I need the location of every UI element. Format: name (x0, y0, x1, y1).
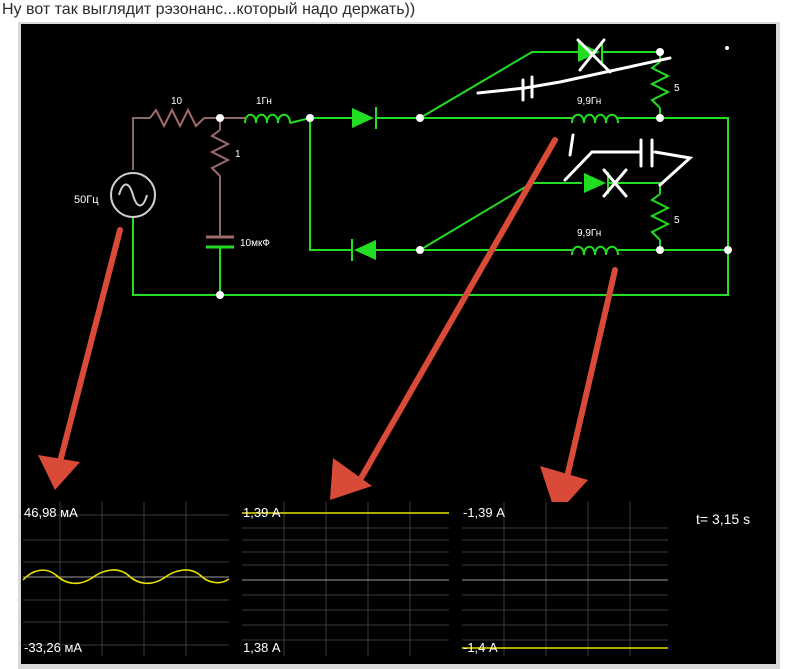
scope-2-min-label: 1,38 А (243, 640, 281, 655)
r-bottom-label: 5 (674, 215, 680, 226)
post-caption: Ну вот так выглядит рэзонанс...который н… (2, 1, 416, 18)
scope-3-max-label: -1,39 А (463, 505, 505, 520)
hand-drawn-overlay (476, 38, 694, 198)
inductor-bottom-icon (571, 245, 619, 256)
scope-1: 46,98 мА -33,26 мА (22, 502, 230, 656)
inductor-bottom-label: 9,9Гн (577, 228, 601, 239)
wire-right-rail (618, 117, 729, 250)
wire-inductor-node (289, 117, 352, 124)
r-shunt-label: 1 (235, 149, 241, 160)
scope-3: -1,39 А -1,4 А (462, 502, 668, 656)
inductor-main-icon (244, 113, 291, 124)
source-label: 50Гц (74, 194, 99, 206)
arrow-to-scope-3 (562, 267, 618, 489)
annotation-arrows (57, 137, 618, 489)
resistor-series-icon (149, 107, 205, 129)
resistor-top-icon (649, 61, 671, 109)
inactive-wires (132, 117, 245, 236)
scope-2-max-label: 1,39 А (243, 505, 281, 520)
scope-1-trace (22, 569, 230, 585)
inductor-top-icon (571, 113, 619, 124)
diode-lower-branch-icon (584, 172, 609, 194)
ac-source-icon (110, 172, 156, 218)
scope-1-min-label: -33,26 мА (24, 640, 82, 655)
resistor-shunt-icon (209, 129, 231, 177)
diode-bottom-icon (351, 239, 376, 261)
scope-1-max-label: 46,98 мА (24, 505, 78, 520)
circuit-nodes (216, 46, 732, 299)
inductor-main-label: 1Гн (256, 96, 272, 107)
simulation-time: t= 3,15 s (696, 511, 750, 527)
scope-2: 1,39 А 1,38 А (242, 502, 449, 656)
wire-left-rail (309, 118, 352, 251)
r-top-label: 5 (674, 83, 680, 94)
wire-top-diagonal (419, 51, 578, 119)
capacitor-icon (206, 235, 234, 249)
circuit-wires (132, 51, 729, 296)
arrow-to-scope-2 (357, 137, 558, 483)
scope-3-min-label: -1,4 А (463, 640, 498, 655)
diode-top-icon (352, 107, 377, 129)
r-series-label: 10 (171, 96, 183, 107)
arrow-to-scope-1 (57, 227, 123, 465)
resistor-bottom-icon (649, 193, 671, 241)
cap-label: 10мкФ (240, 238, 270, 249)
inductor-top-label: 9,9Гн (577, 96, 601, 107)
return-wire (132, 218, 729, 296)
